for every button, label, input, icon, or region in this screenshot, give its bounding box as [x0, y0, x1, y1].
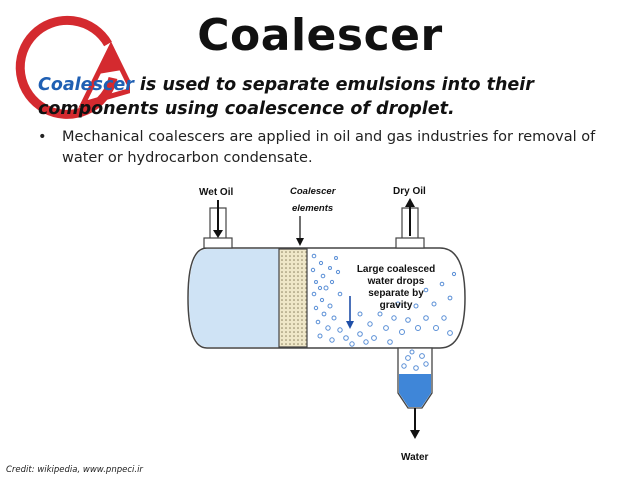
water-label: Water: [401, 452, 429, 463]
coalescer-label-line2: elements: [292, 203, 333, 214]
dry-oil-flange: [395, 237, 425, 249]
coalescer-element: [278, 248, 308, 348]
bullet-symbol: •: [38, 129, 47, 145]
page-title: Coalescer: [197, 10, 443, 61]
water-droplets: [310, 253, 457, 371]
coalescer-diagram: Wet Oil Coalescer elements Dry Oil Large…: [187, 186, 466, 463]
coalescer-pointer-arrow: [296, 238, 304, 246]
bullet-text: Mechanical coalescers are applied in oil…: [62, 129, 596, 166]
subtitle: Coalescer is used to separate emulsions …: [38, 73, 618, 121]
note-line-2: water drops: [367, 276, 425, 287]
coalescer-label-line1: Coalescer: [290, 186, 337, 197]
subtitle-text: is used to separate emulsions into their…: [38, 75, 534, 119]
subtitle-highlight: Coalescer: [38, 75, 134, 95]
note-line-3: separate by: [368, 288, 424, 299]
boot-water: [399, 374, 431, 407]
wet-oil-flange: [203, 237, 233, 249]
wet-oil-label: Wet Oil: [199, 187, 233, 198]
dry-oil-label: Dry Oil: [393, 186, 426, 197]
liquid-section: [189, 249, 279, 347]
gravity-arrow: [346, 321, 354, 329]
water-outlet-arrow: [410, 430, 420, 439]
note-line-1: Large coalesced: [357, 264, 435, 275]
note-line-4: gravity: [380, 300, 413, 311]
credit-text: Credit: wikipedia, www.pnpeci.ir: [6, 465, 143, 475]
wet-oil-arrow: [213, 230, 223, 238]
logo-icon: [15, 15, 130, 119]
dry-oil-arrow: [405, 198, 415, 207]
